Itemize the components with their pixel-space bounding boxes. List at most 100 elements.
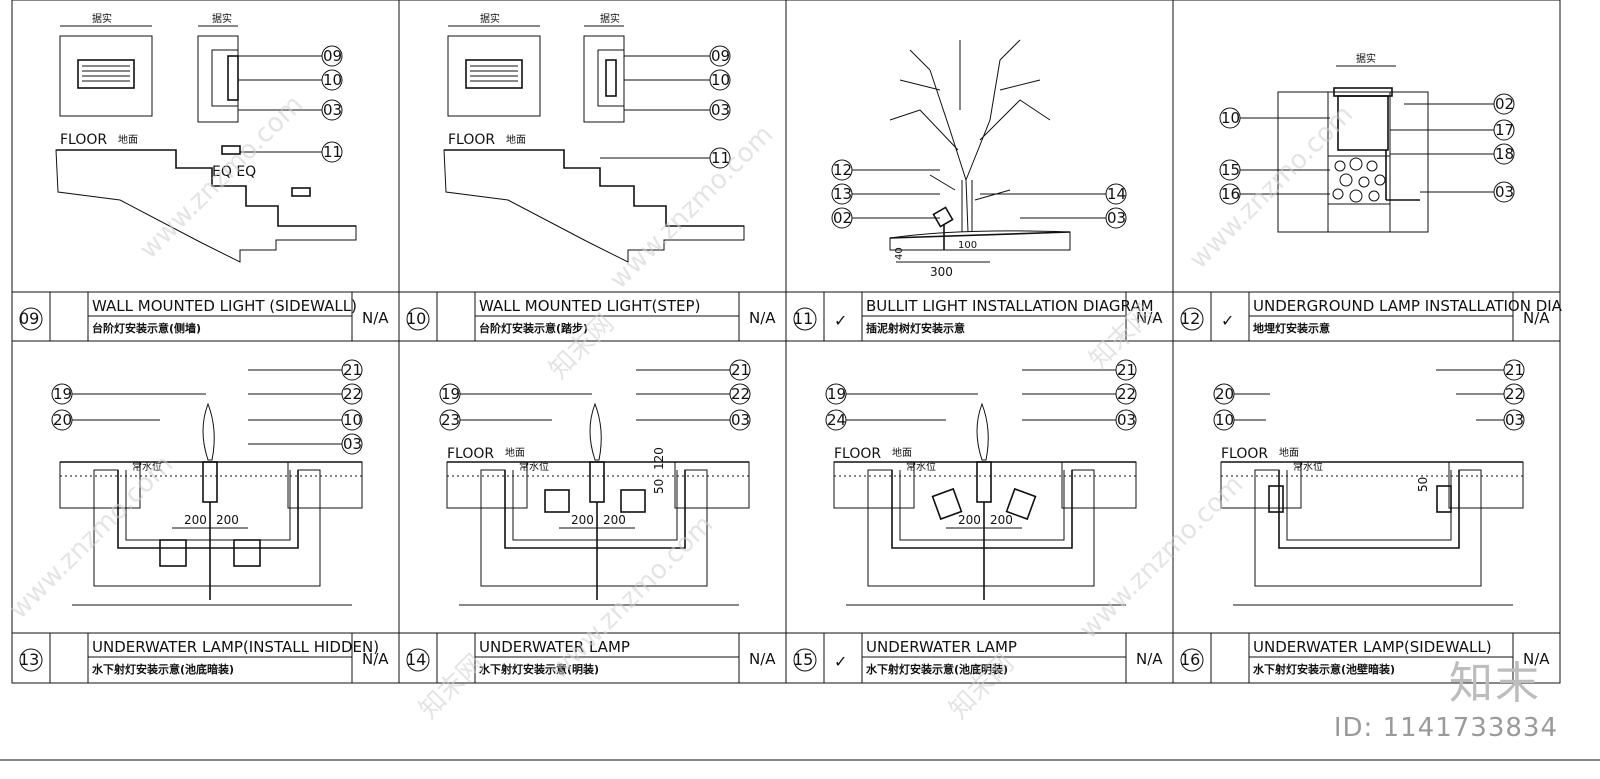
callout-bubble: 03 <box>636 409 751 431</box>
panel-scale: N/A <box>749 309 776 327</box>
panel-title-en: BULLIT LIGHT INSTALLATION DIAGRAM <box>866 297 1154 315</box>
callout-bubble: 03 <box>624 99 731 121</box>
callout-bubble: 03 <box>1420 181 1515 203</box>
watermark-site: www.znzmo.com <box>1074 470 1249 645</box>
callout-number: 03 <box>731 411 750 429</box>
callout-number: 10 <box>323 71 342 89</box>
dim-200: 200 <box>990 513 1013 527</box>
callout-number: 10 <box>343 411 362 429</box>
panel-number: 10 <box>406 309 426 328</box>
title-bar-16: 16 UNDERWATER LAMP(SIDEWALL) 水下射灯安装示意(池壁暗装… <box>1173 632 1560 683</box>
callout-number: 11 <box>323 143 342 161</box>
callout-bubble: 19 <box>439 383 592 405</box>
callout-bubble: 10 <box>1219 107 1330 129</box>
floor-cn-label: 地面 <box>506 133 526 146</box>
panel-title-en: WALL MOUNTED LIGHT (SIDEWALL) <box>92 297 357 315</box>
dim-100: 100 <box>958 240 977 251</box>
callout-number: 21 <box>343 361 362 379</box>
callout-number: 20 <box>53 411 72 429</box>
water-level-label: 常水位 <box>906 460 936 473</box>
callout-number: 02 <box>1495 95 1514 113</box>
asset-id: ID: 1141733834 <box>1333 713 1558 743</box>
panel-number: 09 <box>19 309 39 328</box>
panel-scale: N/A <box>362 309 389 327</box>
callout-bubble: 17 <box>1390 119 1515 141</box>
callout-number: 03 <box>1117 411 1136 429</box>
panel-11-drawing: 300 40 100 <box>889 39 1071 279</box>
watermark-site: www.znzmo.com <box>604 120 779 295</box>
water-level-label: 常水位 <box>1293 460 1323 473</box>
panel-title-cn: 台阶灯安装示意(侧墙) <box>92 321 201 335</box>
callout-bubble: 21 <box>1022 359 1137 381</box>
callout-number: 03 <box>1107 209 1126 227</box>
callout-number: 11 <box>711 149 730 167</box>
panel-number: 16 <box>1180 650 1200 669</box>
callout-number: 10 <box>1215 411 1234 429</box>
brand-watermark: 知末 <box>1449 658 1541 709</box>
panel-title-en: UNDERWATER LAMP <box>866 638 1017 656</box>
dim-200: 200 <box>958 513 981 527</box>
callout-bubble: 22 <box>248 383 363 405</box>
callout-bubble: 02 <box>1404 93 1515 115</box>
floor-cn-label: 地面 <box>118 133 138 146</box>
callout-bubble: 22 <box>636 383 751 405</box>
panel-title-en: UNDERWATER LAMP(SIDEWALL) <box>1253 638 1492 656</box>
callout-number: 19 <box>441 385 460 403</box>
panel-title-cn: 水下射灯安装示意(池底暗装) <box>92 662 234 676</box>
panel-title-en: UNDERWATER LAMP <box>479 638 630 656</box>
callout-number: 03 <box>711 101 730 119</box>
floor-label: FLOOR <box>448 132 495 148</box>
callout-number: 21 <box>1505 361 1524 379</box>
eq-label: EQ EQ <box>212 164 256 180</box>
callout-number: 18 <box>1495 145 1514 163</box>
jushi-label: 据实 <box>212 12 232 25</box>
panel-title-cn: 台阶灯安装示意(踏步) <box>479 321 588 335</box>
callout-number: 10 <box>1221 109 1240 127</box>
callout-number: 03 <box>1495 183 1514 201</box>
callout-number: 10 <box>711 71 730 89</box>
callout-bubble: 19 <box>825 383 978 405</box>
floor-label: FLOOR <box>1221 446 1268 462</box>
callout-bubble: 11 <box>240 141 343 163</box>
callout-number: 22 <box>343 385 362 403</box>
jushi-label: 据实 <box>92 12 112 25</box>
check-mark: ✓ <box>834 652 847 671</box>
callout-number: 12 <box>833 161 852 179</box>
panel-title-cn: 水下射灯安装示意(池底明装) <box>866 662 1008 676</box>
callout-number: 03 <box>323 101 342 119</box>
callout-bubble: 10 <box>248 409 363 431</box>
dim-300: 300 <box>930 265 953 279</box>
watermark-site-cn: 知末网 <box>544 309 620 385</box>
callout-number: 03 <box>343 435 362 453</box>
panel-scale: N/A <box>749 650 776 668</box>
panel-title-en: UNDERWATER LAMP(INSTALL HIDDEN) <box>92 638 379 656</box>
panel-scale: N/A <box>1523 309 1550 327</box>
panel-title-cn: 水下射灯安装示意(池壁暗装) <box>1253 662 1395 676</box>
dim-200: 200 <box>603 513 626 527</box>
callout-bubble: 23 <box>439 409 552 431</box>
gravel-layer <box>1327 155 1391 205</box>
callout-bubble: 19 <box>51 383 206 405</box>
panel-09-drawing: 据实 据实 EQ EQ FLOOR 地面 <box>55 12 357 263</box>
panel-scale: N/A <box>1523 650 1550 668</box>
callout-bubble: 10 <box>624 69 731 91</box>
callout-number: 14 <box>1107 185 1126 203</box>
dim-50: 50 <box>1416 477 1430 492</box>
callout-bubble: 03 <box>1020 207 1127 229</box>
callout-bubble: 21 <box>636 359 751 381</box>
dim-40: 40 <box>894 247 905 260</box>
title-bar-11: 11✓BULLIT LIGHT INSTALLATION DIAGRAM插泥射树… <box>786 291 1173 341</box>
panel-scale: N/A <box>1136 309 1163 327</box>
callout-bubble: 09 <box>624 45 731 67</box>
callout-number: 19 <box>827 385 846 403</box>
jushi-label: 据实 <box>480 12 500 25</box>
dim-120: 120 <box>652 447 666 470</box>
callout-number: 19 <box>53 385 72 403</box>
panel-number: 11 <box>793 309 813 328</box>
